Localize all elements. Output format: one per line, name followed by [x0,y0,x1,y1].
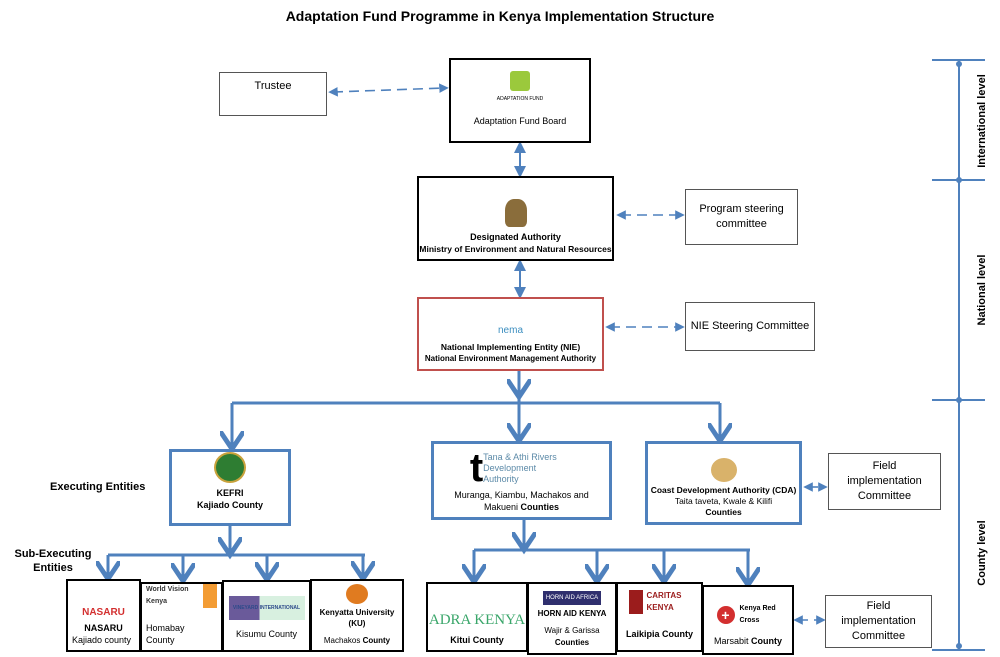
tarda-logo-icon: t [469,446,484,490]
ku-title: Kenyatta University (KU) [319,608,395,628]
designated-title: Designated Authority [470,232,561,242]
tana-counties-bold: Counties [520,502,560,512]
nie-steering-committee: NIE Steering Committee [685,302,815,351]
red-cross-icon: + [716,606,735,624]
field-implementation-committee-1: Field implementation Committee [828,453,941,510]
kefri-logo-icon [214,452,246,483]
ku-county: Machakos [323,636,361,645]
sub-entity-world-vision: World Vision Kenya Homabay County [140,582,223,652]
international-level-label: International level [976,74,988,168]
nasaru-county: Kajiado county [72,635,132,645]
horn-aid-title: HORN AID KENYA [537,609,607,618]
red-cross-county-bold: County [751,636,783,646]
tana-counties: Muranga, Kiambu, Machakos and Makueni [454,490,589,512]
vineyard-county: Kisumu County [235,629,298,639]
sub-executing-label: Sub-Executing Entities [14,548,92,574]
adaptation-fund-logo-icon [510,71,530,91]
caritas-county: Laikipia County [625,629,693,639]
program-steering-committee: Program steering committee [685,189,798,245]
ku-county-bold: County [362,636,391,645]
nema-logo: nema [497,325,523,336]
sub-entity-kenyatta-university: Kenyatta University (KU) Machakos County [310,579,404,652]
cda-title: Coast Development Authority (CDA) [650,485,797,495]
executing-entities-label: Executing Entities [50,481,146,493]
nie-title: National Implementing Entity (NIE) [440,342,581,352]
sub-entity-nasaru: NASARU NASARU Kajiado county [66,579,141,652]
field-implementation-committee-2: Field implementation Committee [825,595,932,648]
adaptation-fund-board: ADAPTATION FUND Adaptation Fund Board [449,58,591,143]
nie-box: nema National Implementing Entity (NIE) … [417,297,604,371]
kefri-box: KEFRI Kajiado County [169,449,291,526]
tarda-logo-text: Tana & Athi Rivers Development Authority [483,451,557,484]
red-cross-logo: Kenya Red Cross [739,605,776,624]
kefri-subtitle: Kajiado County [196,500,263,510]
designated-subtitle: Ministry of Environment and Natural Reso… [419,244,612,254]
af-logo-text: ADAPTATION FUND [496,96,544,102]
sub-entity-red-cross: +Kenya Red Cross Marsabit County [702,585,794,655]
af-board-label: Adaptation Fund Board [473,116,567,126]
cda-box: Coast Development Authority (CDA) Taita … [645,441,802,525]
kefri-title: KEFRI [216,488,244,498]
horn-aid-counties-bold: Counties [554,638,590,647]
world-vision-logo: World Vision Kenya [146,584,217,608]
adra-logo: ADRA KENYA [428,612,526,628]
cda-counties-bold: Counties [705,507,742,517]
caritas-logo: CARITAS KENYA [628,590,691,614]
kenya-coat-of-arms-icon [504,199,527,227]
sub-entity-vineyard: VINEYARD INTERNATIONAL Kisumu County [222,580,311,652]
adra-county: Kitui County [450,635,504,645]
page-title: Adaptation Fund Programme in Kenya Imple… [285,8,715,24]
nasaru-logo: NASARU [82,607,125,618]
horn-aid-counties: Wajir & Garissa [544,626,600,635]
world-vision-county: Homabay County [146,623,185,645]
vineyard-logo: VINEYARD INTERNATIONAL [228,596,305,620]
ku-logo-icon [346,584,368,604]
nasaru-title: NASARU [84,623,123,633]
national-level-label: National level [976,254,988,326]
sub-entity-adra: ADRA KENYA Kitui County [426,582,528,652]
sub-entity-caritas: CARITAS KENYA Laikipia County [616,582,703,652]
county-level-label: County level [976,520,988,586]
horn-aid-logo: HORN AID AFRICA [542,591,602,605]
nie-subtitle: National Environment Management Authorit… [424,354,597,363]
trustee-box: Trustee [219,72,327,116]
cda-logo-icon [710,458,737,482]
cda-counties: Taita taveta, Kwale & Kilifi [674,496,773,506]
sub-entity-horn-aid: HORN AID AFRICA HORN AID KENYA Wajir & G… [527,582,617,655]
red-cross-county: Marsabit [713,636,749,646]
designated-authority-box: Designated Authority Ministry of Environ… [417,176,614,261]
